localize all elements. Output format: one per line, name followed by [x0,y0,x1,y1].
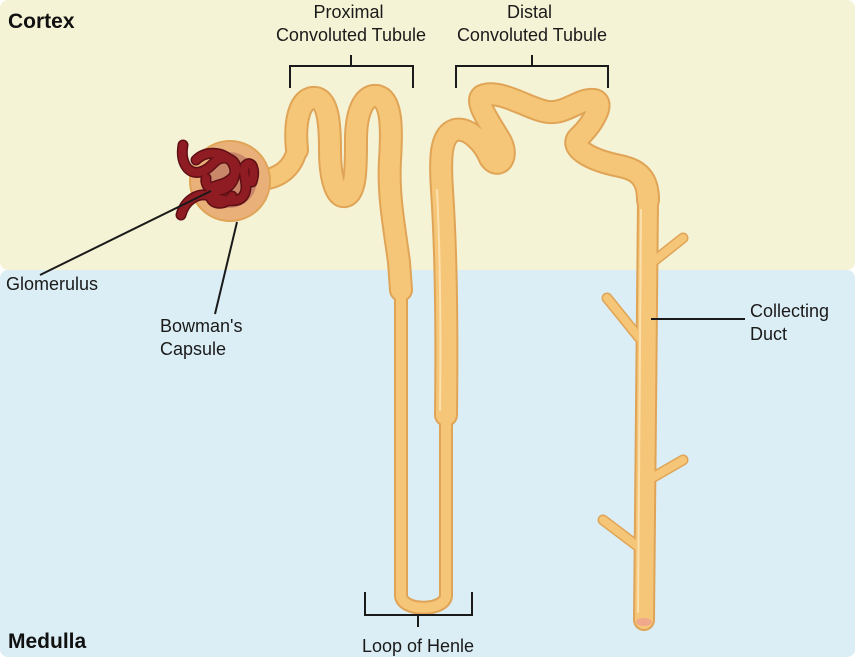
bowman-label: Bowman's Capsule [160,316,247,359]
proximal-convoluted-tubule [286,86,411,300]
duct-branch-4 [599,516,644,552]
collecting-label-line2: Duct [750,324,787,344]
collecting-duct-end [636,618,652,626]
glomerulus-label-line1: Glomerulus [6,274,98,294]
proximal-label: Proximal Convoluted Tubule [276,2,426,45]
tubule-highlights [436,189,642,613]
glomerulus-label: Glomerulus [6,274,98,294]
proximal-label-line2: Convoluted Tubule [276,25,426,45]
ascending-highlight [436,189,442,411]
loop-label-line1: Loop of Henle [362,636,474,656]
renal-corpuscle [175,139,271,222]
distal-label: Distal Convoluted Tubule [457,2,607,45]
loop-label: Loop of Henle [362,636,474,656]
cortex-label: Cortex [8,10,75,33]
glomerulus-leader [39,190,212,276]
collecting-label: Collecting Duct [750,301,834,344]
collecting-duct [635,191,657,629]
distal-label-line2: Convoluted Tubule [457,25,607,45]
duct-highlight [637,209,642,613]
distal-convoluted-tubule [431,84,658,425]
bowman-label-line1: Bowman's [160,316,242,336]
duct-branch-2 [603,294,645,344]
distal-label-line1: Distal [507,2,552,22]
medulla-region [0,270,855,657]
glomerular-loop [192,149,239,195]
duct-branch-1 [645,234,687,269]
collecting-label-line1: Collecting [750,301,829,321]
proximal-label-line1: Proximal [313,2,383,22]
duct-branch-3 [641,456,687,486]
medulla-label: Medulla [8,630,86,653]
distal-bracket [455,55,609,88]
bowman-label-line2: Capsule [160,339,226,359]
bowman-leader [214,221,238,315]
cortex-region [0,0,855,270]
proximal-bracket [289,55,414,88]
loop-bracket [364,592,473,627]
